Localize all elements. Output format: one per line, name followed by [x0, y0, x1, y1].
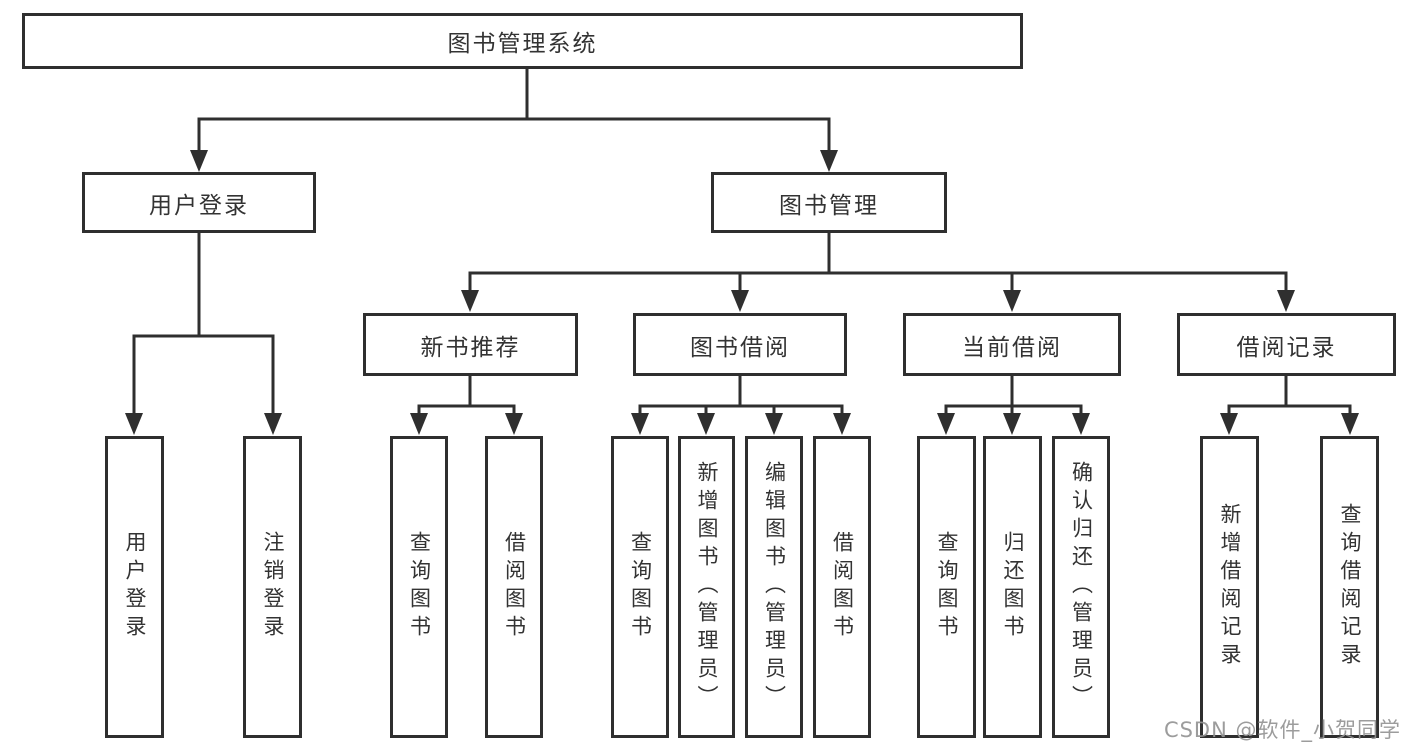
node-book-borrow: 图书借阅 — [633, 313, 847, 376]
node-logout: 注销登录 — [243, 436, 302, 738]
node-current-return: 归还图书 — [983, 436, 1042, 738]
connector-book-borrow-split — [631, 376, 851, 435]
connector-borrow-records-split — [1220, 376, 1359, 435]
node-user-login: 用户登录 — [82, 172, 316, 233]
node-borrow-borrow: 借阅图书 — [813, 436, 871, 738]
node-borrow-add: 新增图书（管理员） — [678, 436, 735, 738]
connector-book-mgmt-split — [461, 233, 1295, 312]
node-book-mgmt: 图书管理 — [711, 172, 947, 233]
node-new-books-query: 查询图书 — [390, 436, 448, 738]
connector-current-borrow-split — [937, 376, 1090, 435]
node-borrow-query: 查询图书 — [611, 436, 669, 738]
node-new-books: 新书推荐 — [363, 313, 578, 376]
connector-root-split — [190, 68, 838, 172]
node-root: 图书管理系统 — [22, 13, 1023, 69]
connector-user-login-split — [125, 233, 282, 435]
node-current-query: 查询图书 — [917, 436, 976, 738]
node-login: 用户登录 — [105, 436, 164, 738]
node-borrow-records: 借阅记录 — [1177, 313, 1396, 376]
node-current-borrow: 当前借阅 — [903, 313, 1121, 376]
node-records-query: 查询借阅记录 — [1320, 436, 1379, 738]
connector-new-books-split — [410, 376, 523, 435]
node-new-books-borrow: 借阅图书 — [485, 436, 543, 738]
node-current-confirm: 确认归还（管理员） — [1052, 436, 1110, 738]
node-borrow-edit: 编辑图书（管理员） — [745, 436, 803, 738]
node-records-add: 新增借阅记录 — [1200, 436, 1259, 738]
